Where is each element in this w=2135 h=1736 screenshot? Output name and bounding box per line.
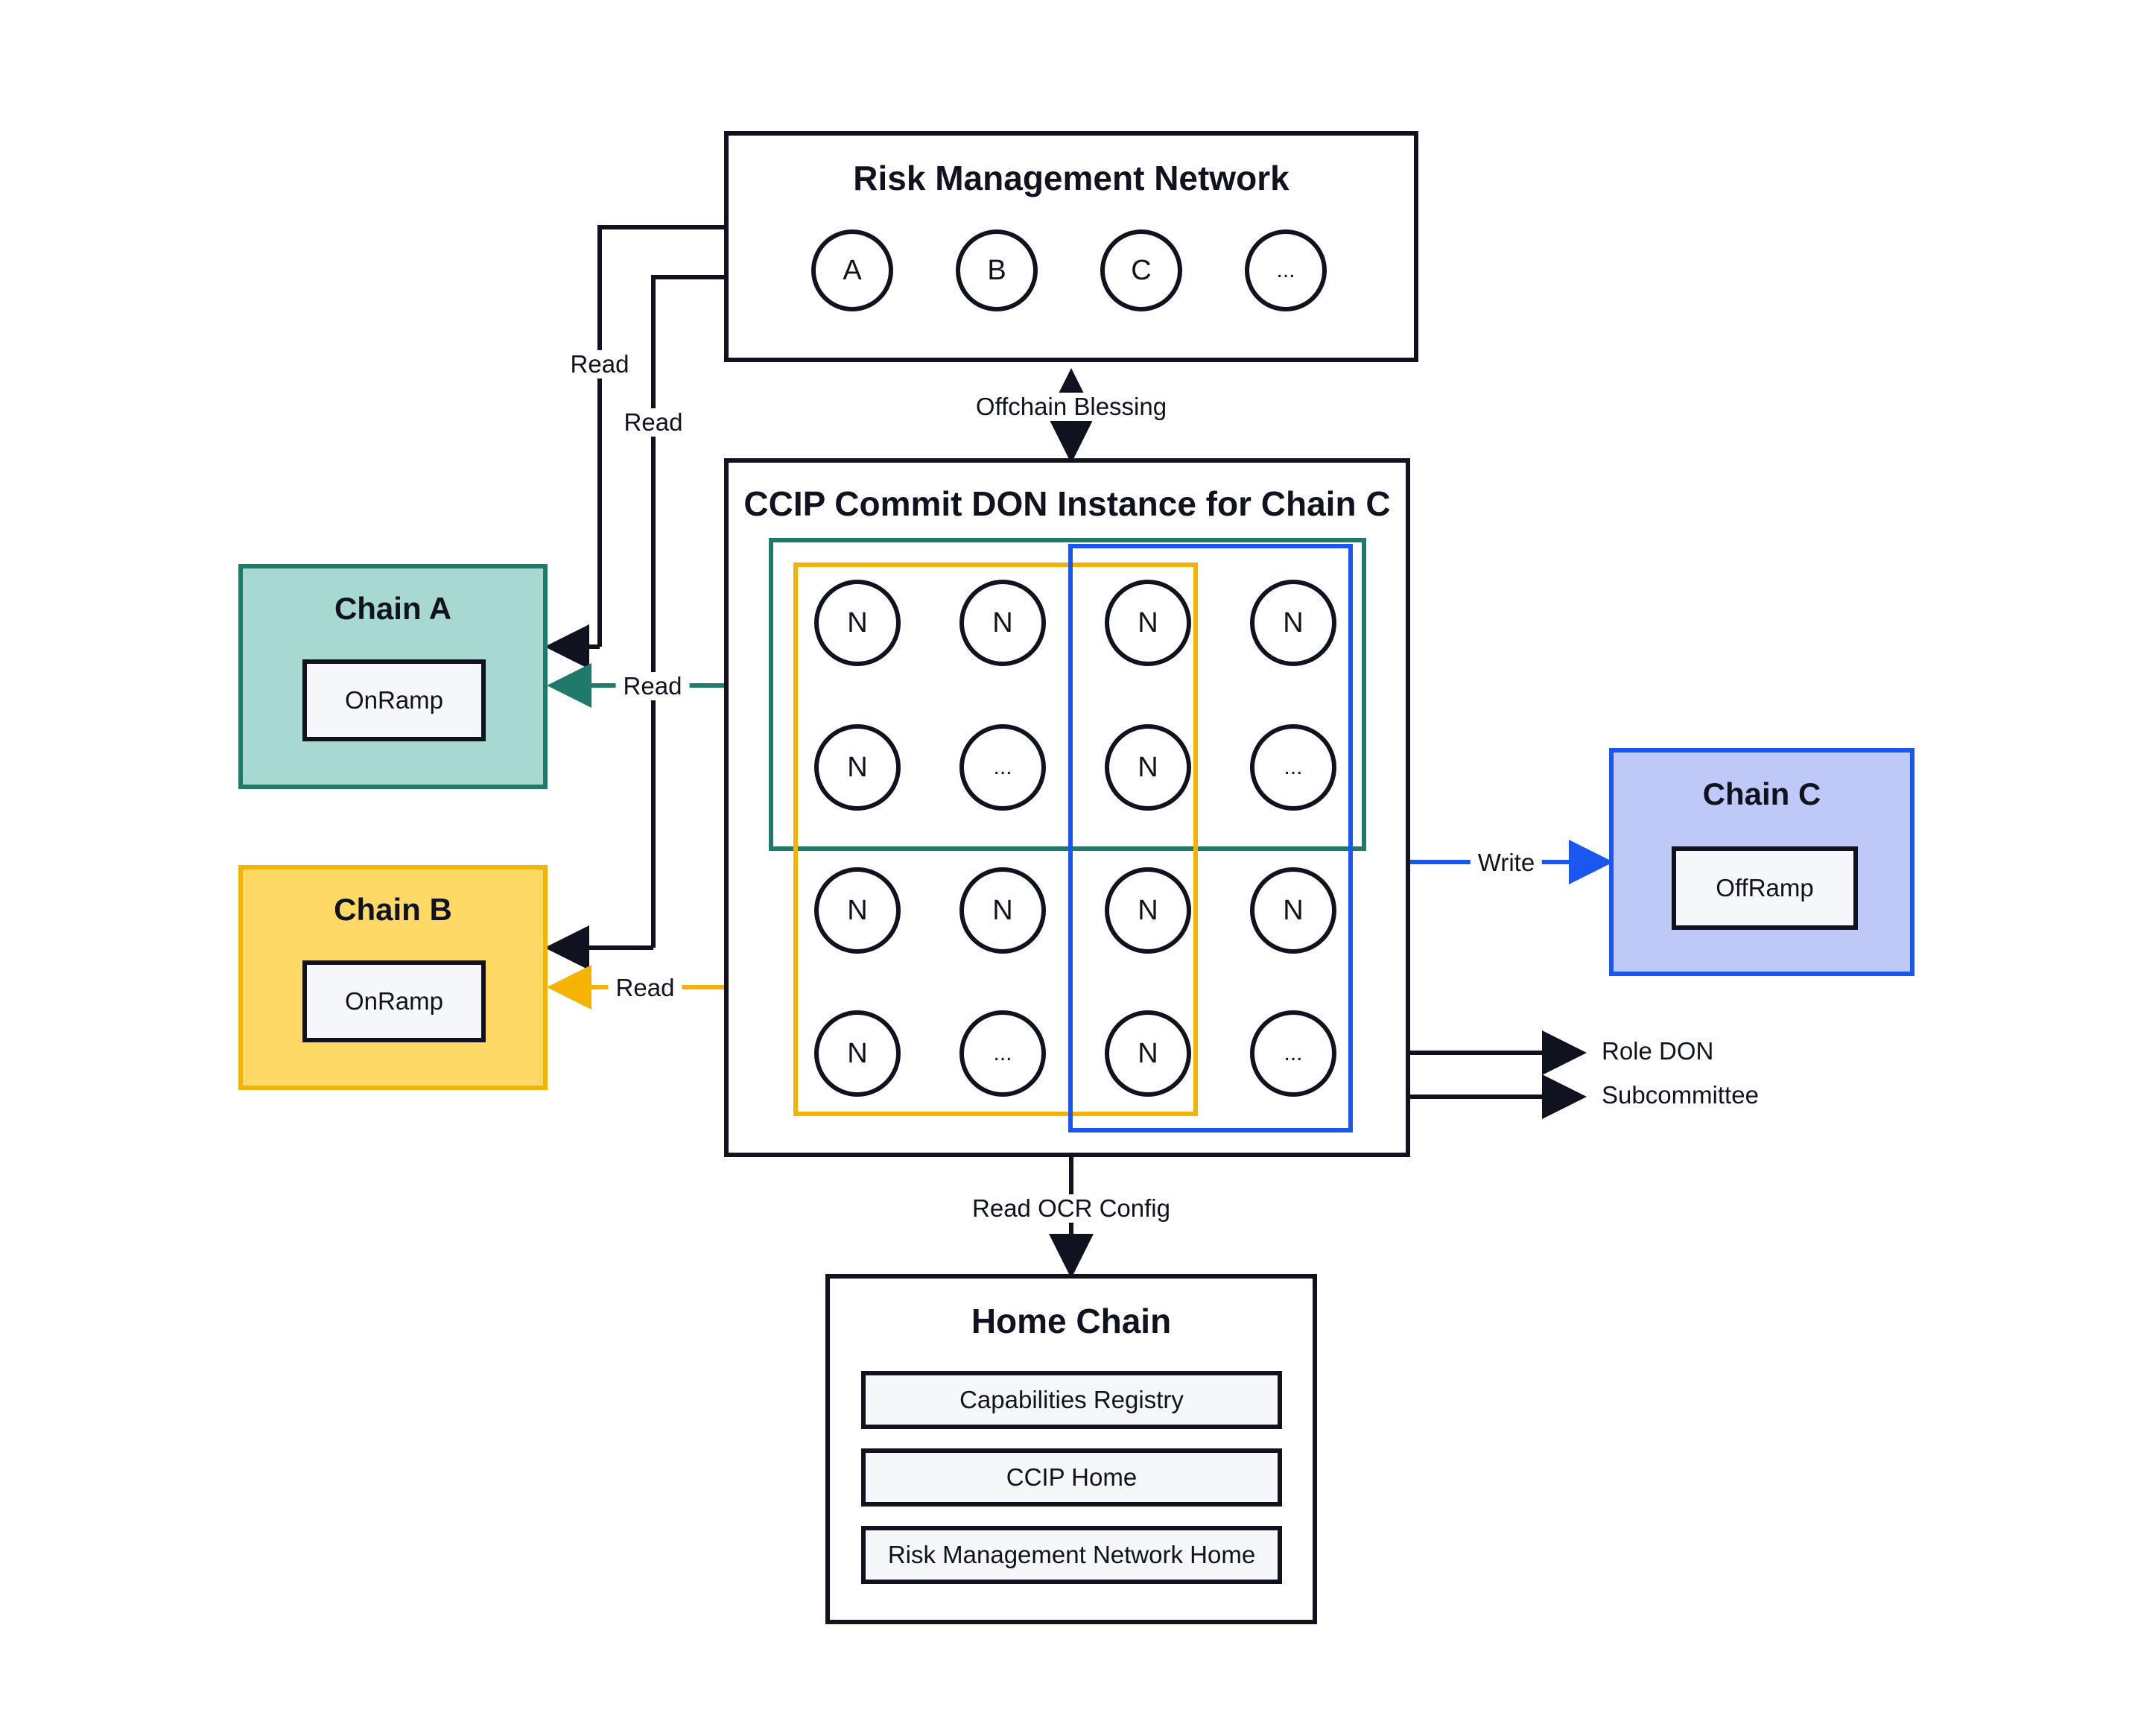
home-chain-item-rmn-home: Risk Management Network Home: [861, 1526, 1282, 1584]
edge-label-read-rmn-chain-b: Read: [616, 408, 691, 437]
commit-don-title: CCIP Commit DON Instance for Chain C: [743, 484, 1391, 523]
don-node-r1c0: N: [814, 724, 901, 811]
don-node-r3c1: ...: [959, 1010, 1046, 1097]
don-node-r0c3: N: [1250, 580, 1336, 666]
home-chain-item-ccip-home: CCIP Home: [861, 1448, 1282, 1507]
don-node-r3c3: ...: [1250, 1010, 1336, 1097]
don-node-r0c1: N: [959, 580, 1046, 666]
home-chain-item-capabilities-registry: Capabilities Registry: [861, 1371, 1282, 1429]
legend-label-subcommittee: Subcommittee: [1602, 1081, 1759, 1109]
chain-b-title: Chain B: [334, 892, 452, 927]
chain-a-title: Chain A: [334, 591, 452, 626]
rmn-node-a: A: [811, 229, 893, 311]
don-node-r3c2: N: [1105, 1010, 1191, 1097]
overlay-rect-chain-c: [1068, 544, 1353, 1132]
legend-label-role-don: Role DON: [1602, 1037, 1714, 1065]
edge-label-read-don-chain-b: Read: [608, 974, 682, 1002]
home-chain-title: Home Chain: [971, 1302, 1172, 1340]
edge-label-read-don-chain-a: Read: [615, 672, 690, 700]
don-node-r1c3: ...: [1250, 724, 1336, 811]
chain-c-box: Chain C OffRamp: [1609, 748, 1914, 976]
chain-a-box: Chain A OnRamp: [238, 564, 548, 789]
don-node-r1c2: N: [1105, 724, 1191, 811]
chain-c-title: Chain C: [1702, 776, 1821, 811]
chain-b-box: Chain B OnRamp: [238, 865, 548, 1090]
don-node-r0c0: N: [814, 580, 901, 666]
don-node-r2c1: N: [959, 867, 1046, 954]
don-node-r1c1: ...: [959, 724, 1046, 811]
edge-label-read-rmn-chain-a: Read: [562, 350, 637, 378]
rmn-node-b: B: [956, 229, 1038, 311]
rmn-title: Risk Management Network: [853, 159, 1289, 197]
edge-label-read-ocr-config: Read OCR Config: [965, 1194, 1178, 1223]
overlay-rect-chain-a: [769, 538, 1366, 851]
edge-rmn-to-chain-a: [597, 225, 724, 647]
don-node-r2c2: N: [1105, 867, 1191, 954]
edge-label-write-chain-c: Write: [1470, 849, 1543, 877]
don-node-r2c0: N: [814, 867, 901, 954]
don-node-r2c3: N: [1250, 867, 1336, 954]
chain-c-offramp: OffRamp: [1672, 846, 1858, 930]
overlay-rect-chain-b: [793, 563, 1198, 1116]
chain-b-onramp: OnRamp: [302, 960, 486, 1042]
edge-label-offchain-blessing: Offchain Blessing: [968, 393, 1175, 421]
rmn-node-c: C: [1100, 229, 1182, 311]
don-node-r3c0: N: [814, 1010, 901, 1097]
chain-a-onramp: OnRamp: [302, 659, 486, 741]
rmn-node-more: ...: [1245, 229, 1327, 311]
home-chain-box: Home Chain Capabilities Registry CCIP Ho…: [825, 1274, 1317, 1624]
risk-management-network-box: Risk Management Network A B C ...: [724, 131, 1418, 362]
edge-rmn-to-chain-b: [651, 275, 724, 948]
don-node-r0c2: N: [1105, 580, 1191, 666]
